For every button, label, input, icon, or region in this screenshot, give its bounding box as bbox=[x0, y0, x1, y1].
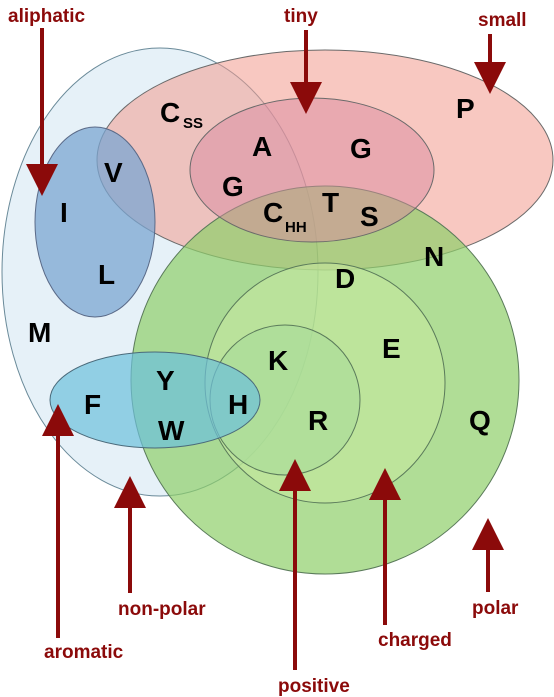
residue-y: Y bbox=[156, 365, 175, 396]
residue-v: V bbox=[104, 157, 123, 188]
residue-c-hh: C bbox=[263, 197, 283, 228]
residue-q: Q bbox=[469, 405, 491, 436]
residue-s: S bbox=[360, 201, 379, 232]
aliphatic-set bbox=[34, 126, 156, 318]
tiny-set bbox=[189, 97, 435, 243]
small-label: small bbox=[478, 10, 527, 31]
residue-a: A bbox=[252, 131, 272, 162]
residue-h: H bbox=[228, 389, 248, 420]
residue-n: N bbox=[424, 241, 444, 272]
residue-c-hh-subscript: HH bbox=[285, 219, 307, 236]
aliphatic-label: aliphatic bbox=[8, 6, 86, 27]
residue-p: P bbox=[456, 93, 475, 124]
residue-f: F bbox=[84, 389, 101, 420]
residue-r: R bbox=[308, 405, 328, 436]
residue-c-ss-subscript: SS bbox=[183, 115, 203, 132]
residue-g-small: G bbox=[350, 133, 372, 164]
residue-k: K bbox=[268, 345, 288, 376]
charged-label: charged bbox=[378, 630, 452, 651]
residue-c-ss: C bbox=[160, 97, 180, 128]
residue-e: E bbox=[382, 333, 401, 364]
aromatic-set bbox=[49, 351, 261, 449]
residue-l: L bbox=[98, 259, 115, 290]
residue-w: W bbox=[158, 415, 185, 446]
residue-t: T bbox=[322, 187, 339, 218]
residue-m: M bbox=[28, 317, 51, 348]
tiny-label: tiny bbox=[284, 6, 318, 27]
nonpolar-label: non-polar bbox=[118, 599, 206, 620]
aromatic-label: aromatic bbox=[44, 642, 124, 663]
polar-label: polar bbox=[472, 598, 519, 619]
residue-g-tiny: G bbox=[222, 171, 244, 202]
residue-i: I bbox=[60, 197, 68, 228]
positive-label: positive bbox=[278, 676, 350, 697]
residue-d: D bbox=[335, 263, 355, 294]
